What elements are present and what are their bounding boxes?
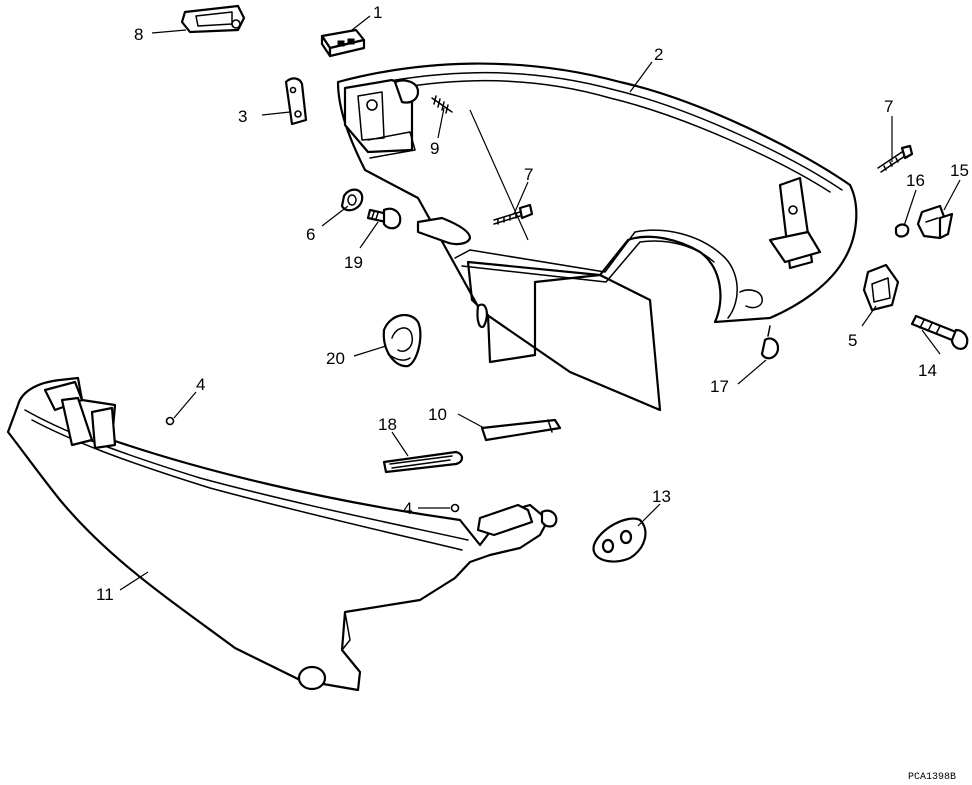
callout-7-right: 7: [884, 97, 893, 116]
leader-15: [943, 179, 961, 211]
part-7-screw-center: [493, 203, 534, 225]
callout-5: 5: [848, 331, 857, 350]
leader-6: [321, 205, 349, 227]
callout-4-center: 4: [403, 499, 412, 518]
leader-9: [437, 107, 445, 139]
callout-6: 6: [306, 225, 315, 244]
upper-cowl-part: [336, 62, 858, 412]
figure-code: PCA1398B: [908, 772, 956, 783]
part-1-rubber-block: [320, 28, 366, 58]
leader-14: [921, 329, 941, 355]
callout-15: 15: [950, 161, 969, 180]
callout-9: 9: [430, 139, 439, 158]
callout-7-center: 7: [524, 165, 533, 184]
leader-20: [353, 345, 387, 357]
callout-20: 20: [326, 349, 345, 368]
leader-13: [637, 503, 661, 527]
callout-18: 18: [378, 415, 397, 434]
leader-4a: [173, 391, 197, 419]
callout-11: 11: [96, 585, 114, 604]
part-18-clip: [382, 450, 464, 474]
part-13-double-grommet: [592, 517, 647, 563]
part-9-spring: [431, 95, 453, 114]
callout-2: 2: [654, 45, 663, 64]
part-20-grommet: [382, 313, 422, 368]
leader-16: [903, 189, 917, 227]
leader-17: [737, 359, 767, 385]
part-10-strip: [480, 418, 562, 442]
leader-8: [151, 29, 187, 34]
part-3-hook: [284, 77, 308, 126]
part-15-bracket: [916, 204, 954, 240]
part-7-screw-right: [877, 144, 914, 173]
callout-16: 16: [906, 171, 925, 190]
part-19-pin: [366, 207, 402, 230]
part-4-screw-center: [450, 503, 460, 513]
leader-10: [457, 413, 485, 429]
leader-1: [351, 15, 371, 31]
part-6-washer: [340, 188, 364, 212]
callout-14: 14: [918, 361, 937, 380]
callout-10: 10: [428, 405, 447, 424]
part-5-latch-catch: [862, 263, 900, 312]
alignment-line: [469, 109, 529, 241]
leader-18: [391, 431, 409, 457]
part-16-washer: [894, 223, 910, 238]
leader-19: [359, 221, 379, 249]
leader-3: [261, 111, 291, 116]
leader-7a: [513, 181, 529, 215]
part-17-stud: [760, 325, 780, 360]
callout-4-left: 4: [196, 375, 205, 394]
callout-13: 13: [652, 487, 671, 506]
part-4-screw-left: [165, 416, 175, 426]
callout-17: 17: [710, 377, 729, 396]
part-14-bolt: [910, 314, 969, 350]
leader-11: [119, 571, 149, 591]
callout-8: 8: [134, 25, 143, 44]
leader-5: [861, 305, 877, 327]
lower-cowl-part: [6, 376, 558, 692]
part-8-latch-handle: [180, 4, 246, 34]
callout-3: 3: [238, 107, 247, 126]
callout-1: 1: [373, 3, 382, 22]
leader-2: [629, 61, 653, 93]
callout-19: 19: [344, 253, 363, 272]
